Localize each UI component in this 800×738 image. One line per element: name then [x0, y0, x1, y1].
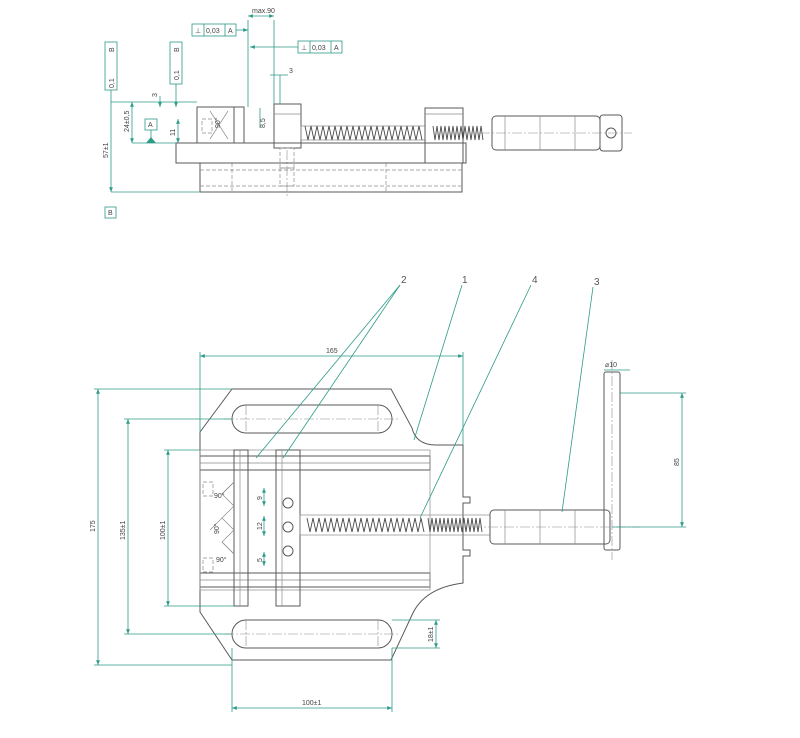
fixed-jaw [233, 449, 249, 607]
side-rail [175, 142, 467, 164]
svg-text:0,1: 0,1 [109, 78, 116, 88]
plan-spring [306, 517, 425, 533]
perp-tolerance-2: ⊥ 0,03 A [250, 40, 343, 54]
svg-text:0,03: 0,03 [206, 28, 220, 35]
side-base [199, 162, 463, 193]
flatness-tolerance-1: 0,1 B [104, 41, 118, 91]
datum-a-label: A [148, 122, 153, 129]
side-view: max.90 ⊥ 0,03 A ⊥ 0,03 A 3 0,1 B [103, 8, 632, 219]
svg-text:0,03: 0,03 [312, 45, 326, 52]
callout-1: 1 [462, 275, 468, 286]
angle-2: 90° [213, 523, 221, 534]
dim-18: 18±1 [428, 626, 435, 642]
callout-leaders [255, 284, 594, 519]
datum-b-label: B [108, 210, 113, 217]
plan-view: 2 1 4 3 165 175 135±1 100±1 100±1 85 [90, 275, 686, 712]
dim-5: 5 [257, 558, 264, 562]
callout-2: 2 [401, 275, 407, 286]
dim-diameter-10: ⌀10 [605, 362, 617, 369]
svg-text:0,1: 0,1 [174, 70, 181, 80]
moving-jaw [275, 449, 301, 607]
dim-135: 135±1 [120, 520, 127, 540]
svg-text:⊥: ⊥ [301, 45, 307, 52]
svg-text:24±0,5: 24±0,5 [124, 111, 131, 132]
svg-text:57±1: 57±1 [103, 142, 110, 158]
side-moving-jaw [273, 103, 302, 149]
dim-9: 9 [257, 496, 264, 500]
callout-3: 3 [594, 277, 600, 288]
svg-text:A: A [334, 45, 339, 52]
svg-text:⊥: ⊥ [195, 28, 201, 35]
svg-text:8,5: 8,5 [260, 118, 267, 128]
base-plate [199, 388, 471, 661]
angle-1: 90° [214, 492, 225, 500]
dim-12: 12 [257, 522, 264, 530]
flatness-tolerance-2: 0,1 B [169, 41, 183, 85]
dim-100-vertical: 100±1 [160, 520, 167, 540]
svg-text:3: 3 [152, 93, 159, 97]
dim-165: 165 [326, 348, 338, 355]
svg-text:A: A [228, 28, 233, 35]
angle-3: 90° [216, 556, 227, 564]
svg-text:3: 3 [289, 68, 293, 75]
svg-text:11: 11 [170, 129, 177, 136]
perp-tolerance-1: ⊥ 0,03 A [191, 23, 248, 37]
dim-85: 85 [674, 458, 681, 466]
side-fixed-jaw [196, 106, 245, 144]
dim-100-horizontal: 100±1 [302, 700, 322, 707]
dim-175: 175 [90, 520, 97, 532]
svg-text:B: B [109, 47, 116, 52]
dim-max-90: max.90 [252, 8, 275, 15]
callout-4: 4 [532, 275, 538, 286]
side-nut-block [424, 107, 464, 164]
svg-text:B: B [174, 47, 181, 52]
side-spring [304, 125, 423, 141]
svg-text:90°: 90° [214, 117, 222, 128]
